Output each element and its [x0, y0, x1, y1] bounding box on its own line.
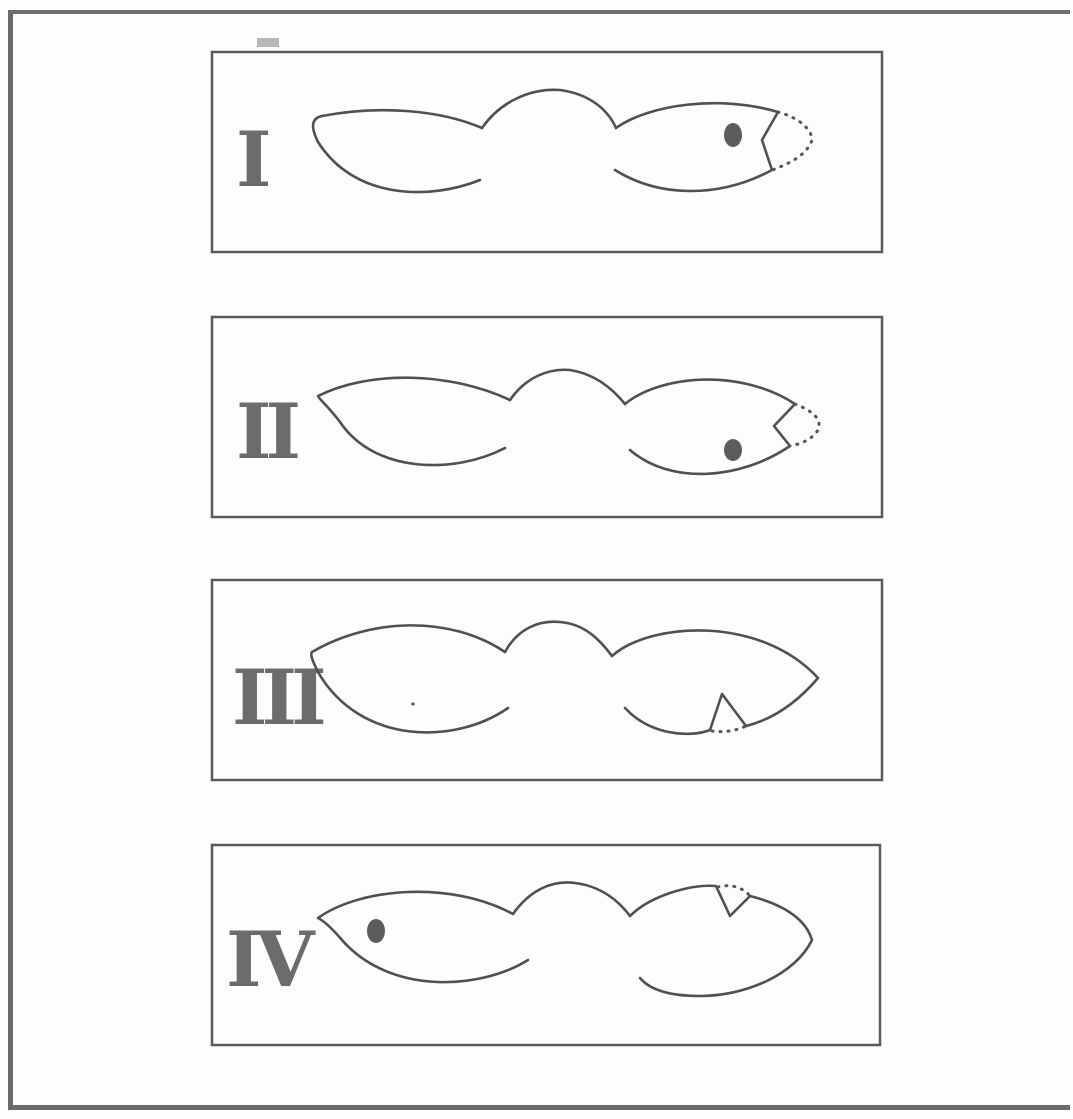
panel-3-middle-hump	[505, 622, 612, 656]
panel-1-dotted-tip	[772, 112, 812, 170]
panel-4-right-lobe	[630, 886, 812, 996]
panel-2-figure	[318, 370, 819, 474]
panel-3-speck	[411, 702, 414, 705]
scan-mark	[257, 38, 279, 47]
panel-4-left-lobe	[318, 892, 528, 982]
panel-4-dotted-gap	[718, 886, 750, 896]
panel-4-middle-hump	[513, 882, 630, 916]
panel-1-figure	[313, 90, 812, 192]
panel-4-figure	[318, 882, 812, 996]
panel-1-middle-hump	[482, 90, 616, 128]
panel-1-left-lobe	[313, 110, 482, 192]
panel-2-numeral: II	[236, 387, 299, 476]
panel-3-numeral: III	[232, 653, 324, 742]
panel-4-eye-dot	[367, 919, 385, 943]
panel-4-numeral: IV	[226, 915, 317, 1004]
panel-1-eye-dot	[724, 123, 742, 147]
panel-3-dotted-gap	[712, 726, 746, 732]
panel-1-numeral: I	[236, 115, 269, 204]
panel-2-eye-dot	[724, 439, 742, 461]
panel-1-box	[212, 52, 882, 252]
panel-4: IV	[212, 845, 880, 1045]
panel-2-dotted-tip	[790, 404, 819, 446]
panel-2-middle-hump	[510, 370, 625, 404]
panel-4-box	[212, 845, 880, 1045]
panel-2-right-lobe	[625, 380, 795, 474]
panel-2: II	[212, 317, 882, 517]
panel-1: I	[212, 52, 882, 252]
panel-3-figure	[311, 622, 818, 734]
panel-1-right-lobe	[615, 103, 778, 191]
panel-2-left-lobe	[318, 378, 510, 465]
panel-3: III	[212, 580, 882, 780]
panel-3-notch	[625, 694, 746, 734]
panel-3-left-lobe	[311, 625, 508, 732]
